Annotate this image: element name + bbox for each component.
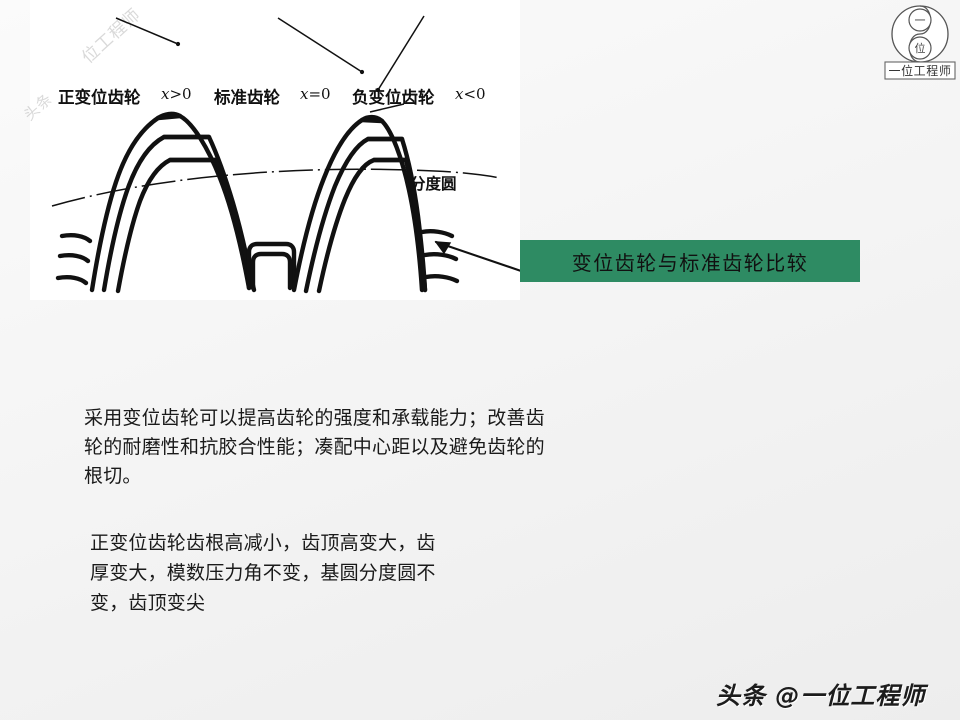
- label-positive-shift-condition: x>0: [161, 85, 192, 103]
- label-negative-shift-condition: x<0: [455, 85, 486, 103]
- label-negative-shift-gear: 负变位齿轮: [352, 88, 435, 107]
- brand-logo-caption: 一位工程师: [888, 63, 951, 78]
- paragraph-benefits-line-2: 轮的耐磨性和抗胶合性能；凑配中心距以及避免齿轮的: [84, 436, 545, 458]
- label-standard-gear: 标准齿轮: [214, 88, 280, 107]
- brand-logo-bottom-char: 位: [915, 41, 926, 55]
- paragraph-effects-line-2: 厚变大，模数压力角不变，基圆分度圆不: [90, 562, 436, 584]
- paragraph-effects-line-3: 变，齿顶变尖: [90, 592, 206, 614]
- label-standard-gear-condition: x=0: [300, 85, 331, 103]
- paragraph-benefits-line-3: 根切。: [84, 465, 142, 487]
- gear-profile-drawing: [51, 15, 501, 294]
- paragraph-benefits-line-1: 采用变位齿轮可以提高齿轮的强度和承载能力；改善齿: [84, 407, 545, 429]
- brand-logo: 一 位 一位工程师: [884, 2, 956, 80]
- bottom-watermark: 头条 @一位工程师: [716, 682, 926, 710]
- paragraph-benefits: 采用变位齿轮可以提高齿轮的强度和承载能力；改善齿 轮的耐磨性和抗胶合性能；凑配中…: [84, 404, 684, 491]
- callout-banner-text: 变位齿轮与标准齿轮比较: [571, 250, 809, 275]
- comparison-callout-banner: 变位齿轮与标准齿轮比较: [520, 240, 860, 282]
- brand-logo-top-char: 一: [915, 14, 926, 27]
- callout-arrow-icon: [434, 240, 526, 274]
- label-positive-shift-gear: 正变位齿轮: [58, 88, 141, 107]
- paragraph-positive-shift-effects: 正变位齿轮齿根高减小，齿顶高变大，齿 厚变大，模数压力角不变，基圆分度圆不 变，…: [90, 528, 650, 618]
- gear-figure-panel: 位工程师 头条: [20, 0, 520, 300]
- label-pitch-circle: 分度圆: [410, 175, 457, 193]
- paragraph-effects-line-1: 正变位齿轮齿根高减小，齿顶高变大，齿: [90, 532, 436, 554]
